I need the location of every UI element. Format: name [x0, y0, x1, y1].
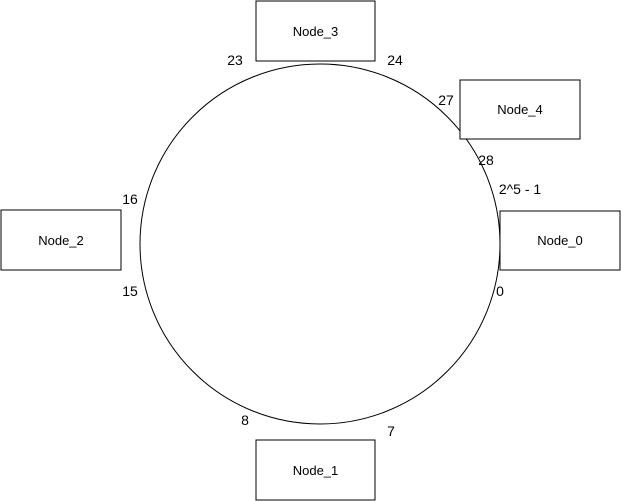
node-3-label: Node_3 [293, 24, 339, 39]
position-label-15: 15 [122, 283, 138, 299]
node-4-label: Node_4 [497, 102, 543, 117]
position-label-7: 7 [387, 423, 395, 439]
position-label-max: 2^5 - 1 [499, 181, 542, 197]
position-label-28: 28 [478, 152, 494, 168]
hash-ring [139, 63, 501, 425]
position-label-24: 24 [387, 52, 403, 68]
node-4-box[interactable]: Node_4 [459, 79, 581, 140]
node-2-label: Node_2 [38, 233, 84, 248]
position-label-8: 8 [241, 412, 249, 428]
node-1-label: Node_1 [293, 463, 339, 478]
node-1-box[interactable]: Node_1 [255, 439, 376, 501]
node-0-box[interactable]: Node_0 [499, 210, 621, 271]
position-label-27: 27 [438, 92, 454, 108]
position-label-23: 23 [227, 52, 243, 68]
position-label-16: 16 [122, 191, 138, 207]
node-0-label: Node_0 [537, 233, 583, 248]
node-3-box[interactable]: Node_3 [255, 0, 376, 62]
position-label-0: 0 [496, 283, 504, 299]
node-2-box[interactable]: Node_2 [0, 209, 122, 271]
